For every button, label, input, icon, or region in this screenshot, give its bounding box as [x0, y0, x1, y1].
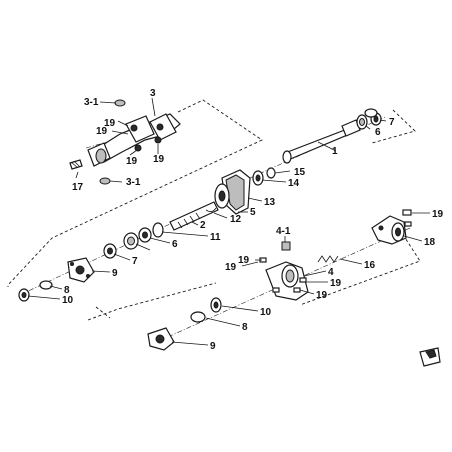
- label-10-bottom: 10: [260, 307, 272, 318]
- spring: [317, 255, 339, 263]
- callout-labels: 3-1 3 19 19 19 19 17 3-1 7 6 1 15 14 13 …: [62, 88, 444, 352]
- universal-joint-upper: [69, 99, 181, 185]
- label-6-mid: 6: [172, 239, 178, 250]
- label-14: 14: [288, 178, 300, 189]
- label-8-bottom: 8: [242, 322, 248, 333]
- drive-shaft: [282, 108, 382, 164]
- label-3: 3: [150, 88, 156, 99]
- label-9-bottom: 9: [210, 341, 216, 352]
- label-19-a: 19: [104, 118, 116, 129]
- label-19-f: 19: [225, 262, 237, 273]
- label-16: 16: [364, 260, 376, 271]
- label-7-mid: 7: [132, 256, 138, 267]
- lower-gear-case: [259, 241, 309, 301]
- label-4: 4: [328, 267, 334, 278]
- label-15: 15: [294, 167, 306, 178]
- label-6-top: 6: [375, 127, 381, 138]
- label-19-g: 19: [330, 278, 342, 289]
- assembly-outline: [7, 99, 421, 321]
- label-3-1-bottom: 3-1: [126, 177, 141, 188]
- label-5: 5: [250, 207, 256, 218]
- label-12: 12: [230, 214, 242, 225]
- label-19-right: 19: [432, 209, 444, 220]
- label-19-b: 19: [96, 126, 108, 137]
- label-19-h: 19: [316, 290, 328, 301]
- label-19-c: 19: [126, 156, 138, 167]
- label-4-1: 4-1: [276, 226, 291, 237]
- label-18: 18: [424, 237, 436, 248]
- leader-lines: [27, 97, 430, 346]
- label-1: 1: [332, 146, 338, 157]
- right-housing: [371, 209, 412, 245]
- left-flange-group: [18, 243, 117, 302]
- label-19-d: 19: [153, 154, 165, 165]
- front-arrow-icon: [419, 347, 441, 367]
- label-17: 17: [72, 182, 84, 193]
- label-7-top: 7: [389, 117, 395, 128]
- label-9-left: 9: [112, 268, 118, 279]
- label-11: 11: [210, 232, 221, 243]
- label-13: 13: [264, 197, 276, 208]
- label-2: 2: [200, 220, 206, 231]
- label-8-left: 8: [64, 285, 70, 296]
- gear-and-shaft: [123, 169, 251, 250]
- lower-flange-group: [147, 297, 222, 351]
- washers-14-15: [252, 167, 276, 186]
- label-19-e: 19: [238, 255, 250, 266]
- label-10-left: 10: [62, 295, 74, 306]
- label-3-1-top: 3-1: [84, 97, 99, 108]
